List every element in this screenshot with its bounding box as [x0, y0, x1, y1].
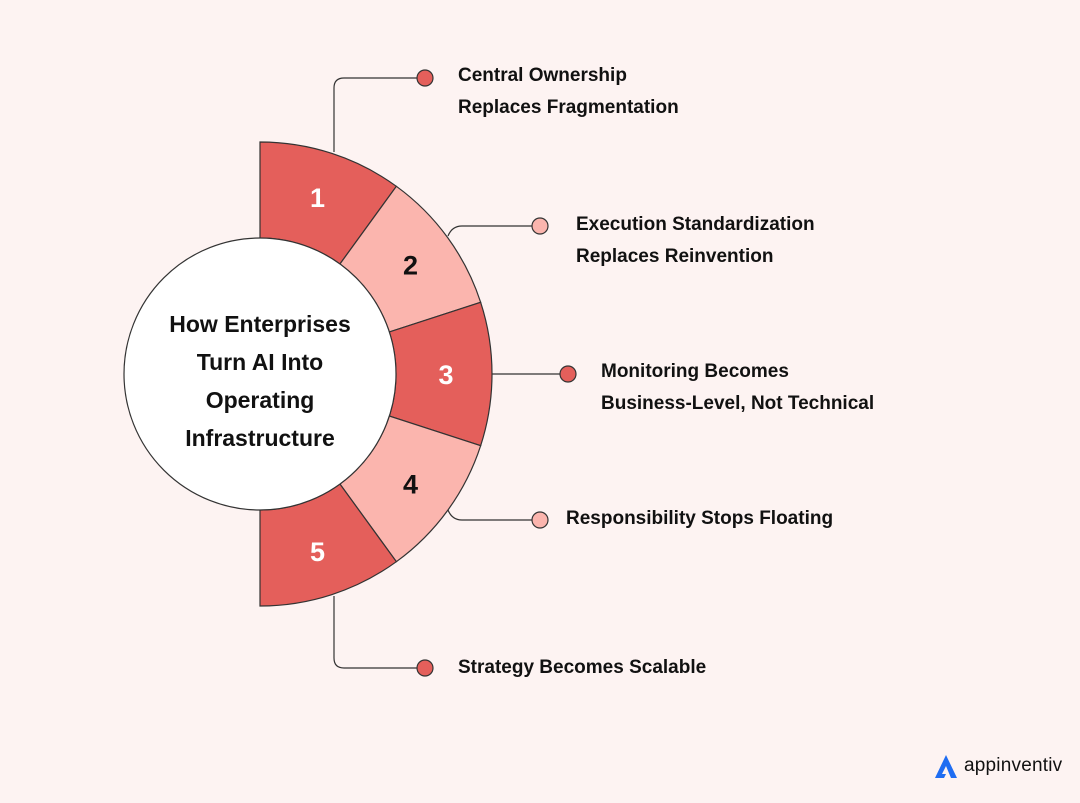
- label-2: Execution Standardization Replaces Reinv…: [576, 209, 815, 273]
- title-line-3: Operating: [205, 387, 315, 413]
- title-line-4: Infrastructure: [185, 425, 335, 451]
- label-3: Monitoring Becomes Business-Level, Not T…: [601, 356, 874, 420]
- label-1-line-1: Central Ownership: [458, 65, 627, 86]
- label-dot-1: [416, 69, 434, 87]
- connector-line-5: [333, 596, 425, 669]
- label-4: Responsibility Stops Floating: [566, 503, 833, 535]
- segment-number-4: 4: [403, 469, 418, 499]
- center-title: How Enterprises Turn AI Into Operating I…: [140, 305, 380, 457]
- connector-line-1: [333, 77, 425, 152]
- label-3-line-2: Business-Level, Not Technical: [601, 393, 875, 414]
- connector-line-2: [447, 225, 540, 237]
- label-5-line-1: Strategy Becomes Scalable: [458, 657, 707, 678]
- label-1-line-2: Replaces Fragmentation: [458, 97, 679, 118]
- connector-line-4: [447, 509, 540, 521]
- label-2-line-2: Replaces Reinvention: [576, 246, 774, 267]
- label-dot-4: [531, 511, 549, 529]
- segment-number-3: 3: [438, 360, 453, 390]
- label-2-line-1: Execution Standardization: [576, 214, 815, 235]
- segment-number-2: 2: [403, 251, 418, 281]
- segments-arc: 1 2 3 4 5: [259, 141, 493, 607]
- label-dot-2: [531, 217, 549, 235]
- center-circle: [123, 237, 397, 511]
- label-1: Central Ownership Replaces Fragmentation: [458, 60, 679, 124]
- label-3-line-1: Monitoring Becomes: [601, 361, 789, 382]
- appinventiv-logo-icon: [935, 755, 957, 778]
- label-4-line-1: Responsibility Stops Floating: [566, 508, 834, 529]
- logo-text: appinventiv: [964, 755, 1063, 776]
- segment-number-5: 5: [310, 537, 325, 567]
- appinventiv-logo: appinventiv: [932, 750, 1062, 782]
- segment-number-1: 1: [310, 183, 325, 213]
- title-line-1: How Enterprises: [169, 311, 351, 337]
- label-dot-3: [559, 365, 577, 383]
- title-line-2: Turn AI Into: [196, 349, 324, 375]
- label-dots: [416, 69, 577, 677]
- label-dot-5: [416, 659, 434, 677]
- label-5: Strategy Becomes Scalable: [458, 652, 706, 684]
- connectors: [333, 77, 568, 669]
